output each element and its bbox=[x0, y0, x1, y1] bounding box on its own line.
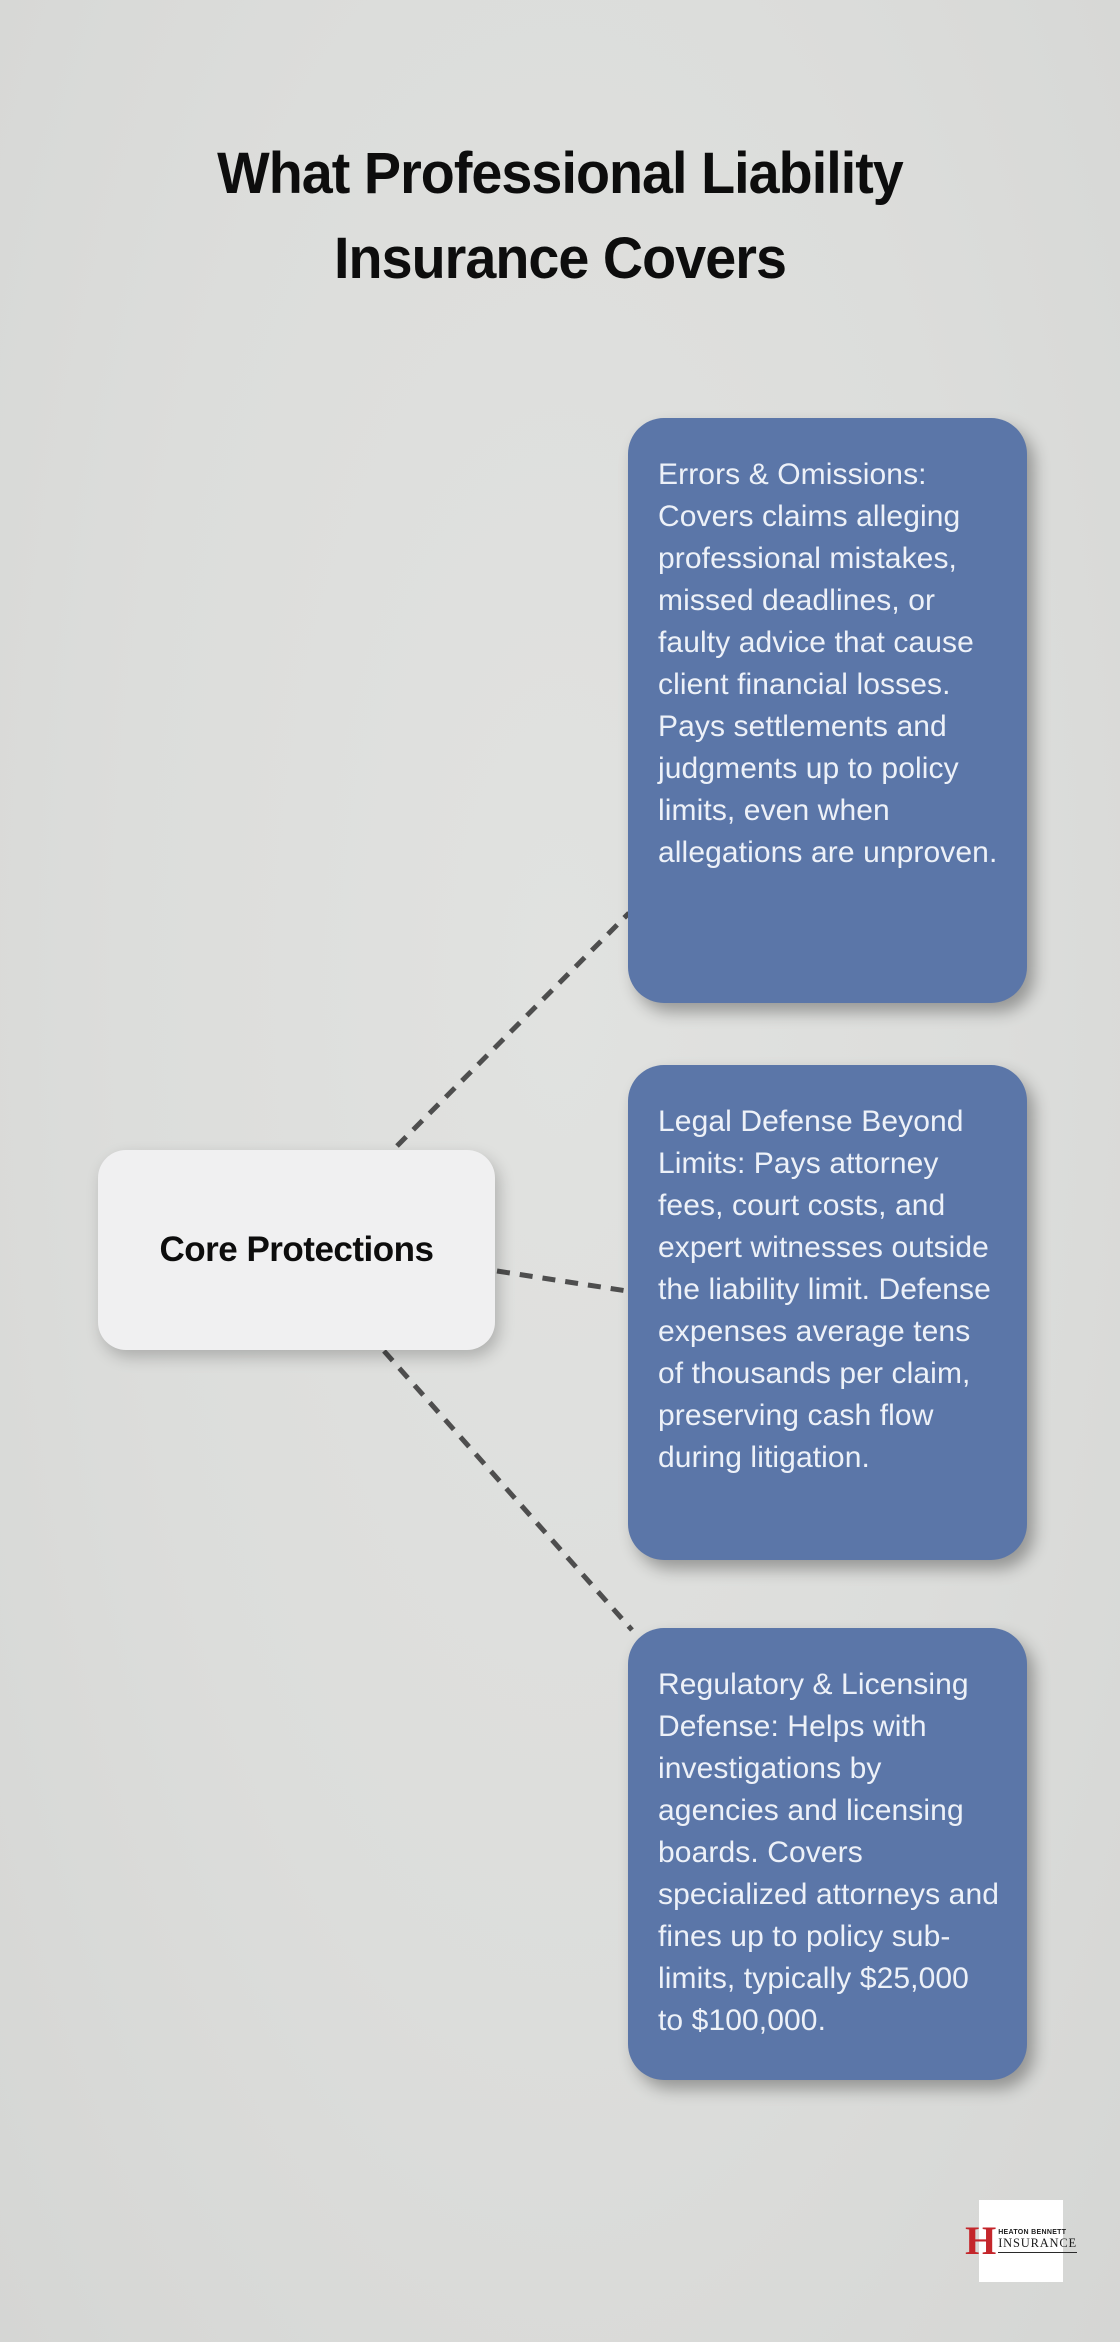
logo-company-subtitle: INSURANCE bbox=[998, 2236, 1077, 2253]
connector-line bbox=[496, 1268, 628, 1294]
logo-initial: H bbox=[965, 2218, 997, 2263]
center-node-label: Core Protections bbox=[159, 1230, 435, 1269]
logo-company-name: HEATON BENNETT bbox=[998, 2229, 1067, 2236]
topic-node-errors-omissions: Errors & Omissions: Covers claims allegi… bbox=[628, 418, 1027, 1003]
topic-node-regulatory-defense: Regulatory & Licensing Defense: Helps wi… bbox=[628, 1628, 1027, 2080]
topic-node-legal-defense: Legal Defense Beyond Limits: Pays attorn… bbox=[628, 1065, 1027, 1560]
connector-line bbox=[395, 911, 631, 1148]
center-node-core-protections: Core Protections bbox=[98, 1150, 495, 1350]
topic-node-text: Regulatory & Licensing Defense: Helps wi… bbox=[658, 1668, 1000, 2037]
topic-node-text: Legal Defense Beyond Limits: Pays attorn… bbox=[658, 1105, 991, 1474]
connector-line bbox=[382, 1349, 634, 1632]
topic-node-text: Errors & Omissions: Covers claims allegi… bbox=[658, 458, 998, 869]
brand-logo: H HEATON BENNETT INSURANCE bbox=[965, 2200, 1077, 2282]
page-title: What Professional Liability Insurance Co… bbox=[217, 140, 904, 291]
logo-text-block: HEATON BENNETT INSURANCE bbox=[998, 2229, 1077, 2253]
brand-logo-inner: H HEATON BENNETT INSURANCE bbox=[965, 2218, 1077, 2263]
